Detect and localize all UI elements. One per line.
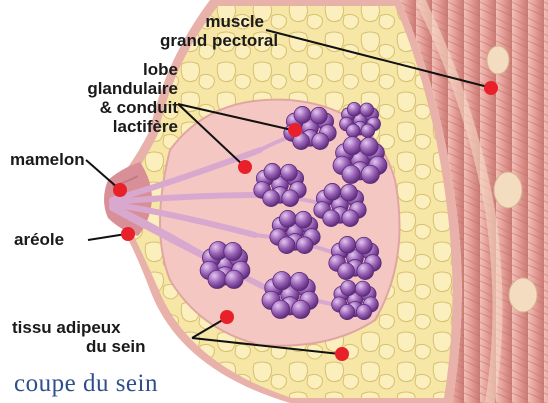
lobule-acinus — [360, 103, 374, 117]
lobule-acinus — [278, 237, 295, 254]
lobule-acinus — [271, 300, 289, 318]
lobule-acinus — [224, 242, 242, 260]
diagram-caption: coupe du sein — [14, 370, 158, 398]
label-lobe: lobe glandulaire & conduit lactifère — [60, 60, 178, 136]
label-lobe-line-1: lobe — [60, 60, 178, 79]
label-tissu-line-2: du sein — [12, 337, 146, 356]
lobule-acinus — [296, 237, 313, 254]
lobule-acinus — [341, 184, 358, 201]
label-tissu-line-1: tissu adipeux — [12, 318, 146, 337]
marker-areole — [121, 227, 135, 241]
lobule-acinus — [281, 164, 298, 181]
lobule-acinus — [343, 136, 361, 154]
marker-muscle — [484, 81, 498, 95]
label-tissu: tissu adipeux du sein — [12, 318, 146, 356]
lobule-acinus — [295, 211, 312, 228]
lobule-acinus — [341, 280, 356, 295]
label-muscle-line-1: muscle — [160, 12, 264, 31]
marker-tissu-2 — [335, 347, 349, 361]
label-areole: aréole — [14, 230, 64, 249]
lobule-acinus — [342, 210, 359, 227]
lobule-acinus — [347, 102, 361, 116]
lobule-acinus — [225, 270, 243, 288]
lobule-acinus — [357, 263, 374, 280]
lobule-acinus — [338, 263, 355, 280]
lobule-acinus — [361, 124, 375, 138]
lobule-acinus — [263, 190, 280, 207]
lobule-acinus — [342, 165, 360, 183]
label-lobe-line-3: & conduit — [60, 98, 178, 117]
lobule-acinus — [294, 106, 311, 123]
label-mamelon: mamelon — [10, 150, 85, 169]
marker-mamelon — [113, 183, 127, 197]
label-muscle-line-2: grand pectoral — [160, 31, 264, 50]
lobule-acinus — [356, 237, 373, 254]
lobule-acinus — [290, 272, 308, 290]
lobule-acinus — [340, 304, 355, 319]
lobule-acinus — [360, 137, 378, 155]
lobule-acinus — [324, 183, 341, 200]
label-lobe-line-2: glandulaire — [60, 79, 178, 98]
lobule-acinus — [346, 124, 360, 138]
marker-lobe-1 — [288, 123, 302, 137]
lobule-acinus — [323, 210, 340, 227]
marker-lobe-2 — [238, 160, 252, 174]
lobule-acinus — [312, 133, 329, 150]
lobule-acinus — [208, 270, 226, 288]
lobule-acinus — [279, 210, 296, 227]
lobule-acinus — [361, 165, 379, 183]
lobule-acinus — [282, 190, 299, 207]
lobule-acinus — [339, 236, 356, 253]
label-lobe-line-4: lactifère — [60, 117, 178, 136]
lobule-acinus — [311, 107, 328, 124]
lobule-acinus — [292, 300, 310, 318]
lobule-acinus — [264, 163, 281, 180]
lobule-acinus — [356, 304, 371, 319]
marker-tissu-1 — [220, 310, 234, 324]
lobule-acinus — [355, 281, 370, 296]
lobule-acinus — [273, 271, 291, 289]
label-muscle: muscle grand pectoral — [160, 12, 264, 50]
